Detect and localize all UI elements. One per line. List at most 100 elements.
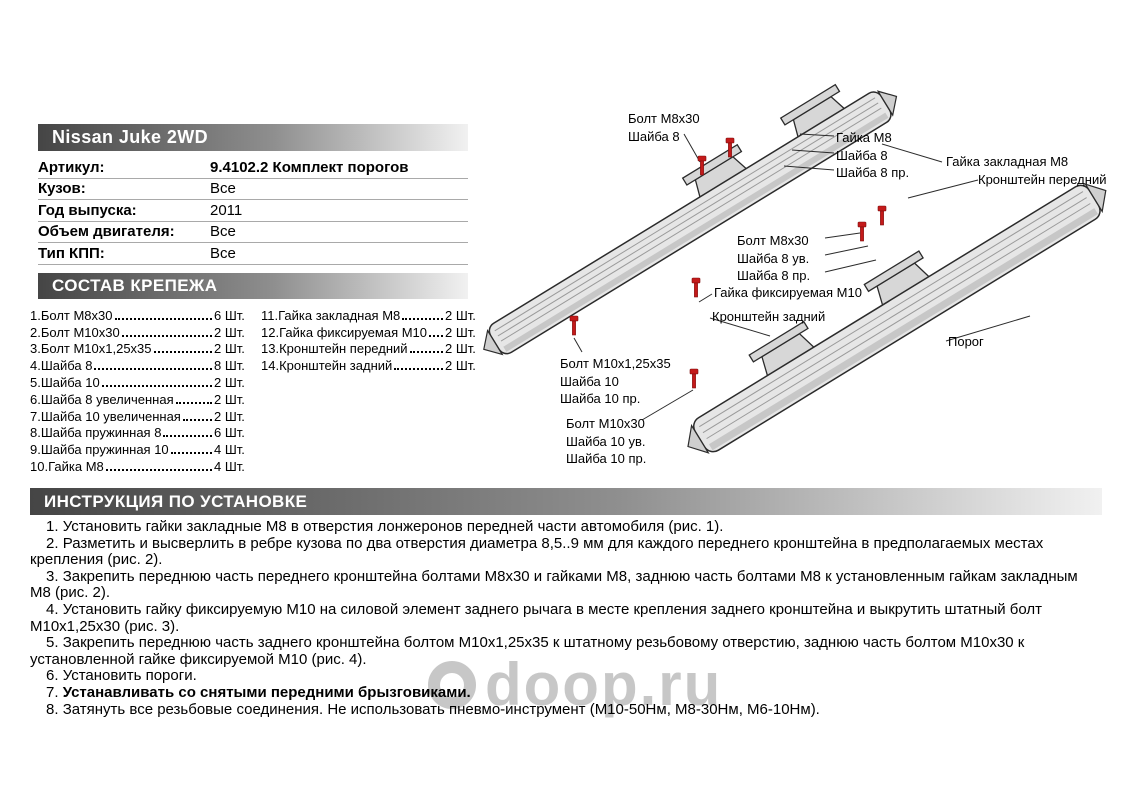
diagram-label-running-board: Порог bbox=[948, 333, 984, 351]
watermark: doop.ru bbox=[428, 650, 722, 719]
spec-label: Артикул: bbox=[38, 158, 105, 176]
part-qty: 4 Шт. bbox=[214, 458, 245, 474]
part-name: 3.Болт М10х1,25х35 bbox=[30, 341, 152, 357]
part-name: 6.Шайба 8 увеличенная bbox=[30, 391, 174, 407]
instruction-text: Закрепить переднюю часть заднего кронште… bbox=[30, 634, 1025, 668]
part-row: 7.Шайба 10 увеличенная 2 Шт. bbox=[30, 407, 251, 424]
callout-line: Шайба 8 пр. bbox=[737, 268, 811, 283]
instruction-number: 4. bbox=[46, 600, 59, 618]
instruction-number: 3. bbox=[46, 567, 59, 585]
part-row: 10.Гайка М8 4 Шт. bbox=[30, 457, 251, 474]
part-row: 9.Шайба пружинная 10 4 Шт. bbox=[30, 440, 251, 457]
dotted-leader bbox=[105, 468, 212, 471]
dotted-leader bbox=[114, 317, 212, 320]
instruction-item: 1. Установить гайки закладные М8 в отвер… bbox=[30, 518, 1102, 536]
part-row: 13.Кронштейн передний 2 Шт. bbox=[261, 340, 482, 357]
spec-value: 9.4102.2 Комплект порогов bbox=[210, 158, 409, 176]
spec-value: Все bbox=[210, 223, 236, 241]
callout-line: Шайба 10 пр. bbox=[560, 391, 641, 406]
diagram-label-anchor-nut-m8: Гайка закладная М8 bbox=[946, 153, 1068, 171]
part-name: 1.Болт М8х30 bbox=[30, 307, 113, 323]
installation-diagram: Болт М8х30 Шайба 8 Гайка М8 Шайба 8 Шайб… bbox=[478, 78, 1126, 478]
part-qty: 4 Шт. bbox=[214, 442, 245, 458]
dotted-leader bbox=[121, 334, 212, 337]
instruction-number: 6. bbox=[46, 667, 59, 685]
spec-value: Все bbox=[210, 244, 236, 262]
dotted-leader bbox=[94, 368, 212, 371]
part-name: 11.Гайка закладная М8 bbox=[261, 307, 401, 323]
spec-row: Тип КПП: Все bbox=[38, 243, 468, 265]
dotted-leader bbox=[429, 334, 443, 337]
instruction-number: 2. bbox=[46, 534, 59, 552]
running-boards-drawing bbox=[483, 83, 1107, 454]
dotted-leader bbox=[101, 384, 212, 387]
spec-row: Артикул: 9.4102.2 Комплект порогов bbox=[38, 157, 468, 179]
part-qty: 2 Шт. bbox=[445, 307, 476, 323]
dotted-leader bbox=[170, 452, 212, 455]
spec-table: Артикул: 9.4102.2 Комплект порогов Кузов… bbox=[38, 157, 468, 265]
dotted-leader bbox=[175, 401, 212, 404]
callout-line: Болт М8х30 bbox=[737, 233, 809, 248]
spec-row: Год выпуска: 2011 bbox=[38, 200, 468, 222]
instruction-item: 8. Затянуть все резьбовые соединения. Не… bbox=[30, 700, 1102, 719]
part-qty: 2 Шт. bbox=[445, 341, 476, 357]
part-name: 10.Гайка М8 bbox=[30, 458, 104, 474]
callout-line: Шайба 10 ув. bbox=[566, 433, 646, 449]
callout-line: Кронштейн задний bbox=[712, 309, 826, 324]
dotted-leader bbox=[394, 368, 443, 371]
callout-line: Болт М10х30 bbox=[566, 416, 645, 431]
spec-row: Кузов: Все bbox=[38, 179, 468, 200]
part-qty: 2 Шт. bbox=[214, 341, 245, 357]
part-name: 9.Шайба пружинная 10 bbox=[30, 442, 169, 458]
callout-line: Болт М10х1,25х35 bbox=[560, 356, 671, 371]
diagram-label-bolt-m8x30-enlarged-washers: Болт М8х30 Шайба 8 ув. Шайба 8 пр. bbox=[737, 232, 810, 285]
instruction-item: 2. Разметить и высверлить в ребре кузова… bbox=[30, 534, 1102, 569]
instructions-section-header: ИНСТРУКЦИЯ ПО УСТАНОВКЕ bbox=[30, 488, 1102, 515]
spec-label: Объем двигателя: bbox=[38, 223, 175, 241]
instructions-section-title: ИНСТРУКЦИЯ ПО УСТАНОВКЕ bbox=[44, 491, 308, 511]
part-name: 7.Шайба 10 увеличенная bbox=[30, 408, 181, 424]
dotted-leader bbox=[182, 418, 212, 421]
dotted-leader bbox=[153, 351, 212, 354]
part-name: 12.Гайка фиксируемая М10 bbox=[261, 324, 428, 340]
part-row: 6.Шайба 8 увеличенная 2 Шт. bbox=[30, 390, 251, 407]
part-row: 3.Болт М10х1,25х35 2 Шт. bbox=[30, 340, 251, 357]
callout-line: Шайба 10 bbox=[560, 373, 619, 389]
part-qty: 2 Шт. bbox=[214, 391, 245, 407]
instruction-text: Закрепить переднюю часть переднего кронш… bbox=[30, 567, 1078, 602]
callout-line: Кронштейн передний bbox=[978, 172, 1107, 187]
diagram-label-fixed-nut-m10: Гайка фиксируемая М10 bbox=[714, 284, 862, 302]
part-name: 13.Кронштейн передний bbox=[261, 341, 408, 357]
diagram-label-bolt-m10x1-25x35: Болт М10х1,25х35 Шайба 10 Шайба 10 пр. bbox=[560, 355, 671, 408]
instruction-number: 1. bbox=[46, 518, 59, 535]
instruction-text: Установить гайку фиксируемую М10 на сило… bbox=[30, 600, 1043, 635]
part-qty: 2 Шт. bbox=[214, 374, 245, 390]
part-name: 4.Шайба 8 bbox=[30, 358, 93, 374]
model-title-bar: Nissan Juke 2WD bbox=[38, 124, 468, 151]
fasteners-section-title: СОСТАВ КРЕПЕЖА bbox=[52, 276, 218, 295]
callout-line: Шайба 8 bbox=[628, 128, 680, 144]
part-qty: 2 Шт. bbox=[214, 408, 245, 424]
instruction-item: 3. Закрепить переднюю часть переднего кр… bbox=[30, 567, 1102, 602]
instruction-text: Установить пороги. bbox=[62, 667, 197, 685]
part-name: 2.Болт М10х30 bbox=[30, 324, 120, 340]
fasteners-column-2: 11.Гайка закладная М8 2 Шт. 12.Гайка фикс… bbox=[261, 306, 482, 474]
diagram-label-front-bracket: Кронштейн передний bbox=[978, 171, 1106, 189]
part-qty: 2 Шт. bbox=[445, 358, 476, 374]
instruction-number: 8. bbox=[46, 700, 59, 718]
dotted-leader bbox=[402, 317, 443, 320]
spec-label: Год выпуска: bbox=[38, 201, 137, 219]
running-board-top bbox=[483, 83, 898, 356]
part-row: 11.Гайка закладная М8 2 Шт. bbox=[261, 306, 482, 323]
diagram-label-rear-bracket: Кронштейн задний bbox=[712, 308, 825, 326]
part-qty: 6 Шт. bbox=[214, 425, 245, 441]
instruction-item: 4. Установить гайку фиксируемую М10 на с… bbox=[30, 600, 1102, 635]
